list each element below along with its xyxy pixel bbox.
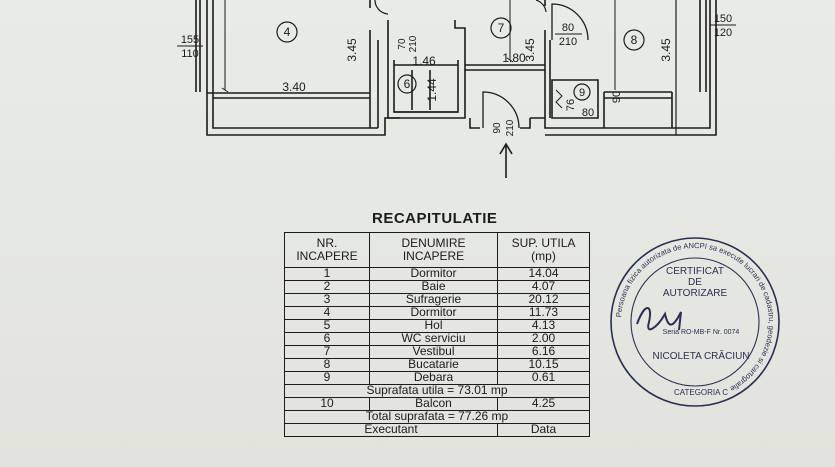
header-nr: NR. INCAPERE: [284, 232, 370, 268]
room-8-number: 8: [631, 33, 638, 47]
floor-plan-drawing: 4 6 7 8 9 3.45 3.40 1.46 1.44 3.45 1.80 …: [177, 0, 736, 178]
authorization-stamp: Persoana fizica autorizata de ANCPI sa e…: [605, 232, 785, 412]
header-name: DENUMIRE INCAPERE: [369, 232, 498, 268]
stamp-name: NICOLETA CRĂCIUN: [652, 349, 749, 362]
window-right-bottom: 120: [714, 27, 732, 39]
stamp-category: CATEGORIA C: [674, 388, 728, 397]
row-name: Balcon: [369, 397, 498, 411]
door-wc-top: 70: [397, 38, 408, 50]
door-kitchen-bottom: 210: [559, 36, 577, 48]
room-7-number: 7: [498, 21, 505, 35]
room-9-number: 9: [579, 87, 585, 99]
row-area: 4.25: [497, 397, 590, 411]
stamp-seal: Persoana fizica autorizata de ANCPI sa e…: [610, 237, 780, 407]
stamp-line2: DE: [688, 277, 702, 288]
recap-header-row: NR. INCAPERE DENUMIRE INCAPERE SUP. UTIL…: [284, 232, 590, 268]
row-area: 0.61: [497, 371, 590, 385]
recap-table: NR. INCAPERE DENUMIRE INCAPERE SUP. UTIL…: [284, 232, 590, 437]
stamp-series: Seria RO-MB-F Nr. 0074: [663, 329, 740, 336]
footer-data: Data: [497, 423, 590, 437]
row-nr: 10: [284, 397, 370, 411]
room-4-height: 3.45: [345, 38, 359, 62]
floor-plan: 4 6 7 8 9 3.45 3.40 1.46 1.44 3.45 1.80 …: [0, 0, 835, 200]
room-6-width: 1.46: [412, 54, 436, 68]
room-6-number: 6: [404, 77, 411, 91]
room-8-height: 3.45: [659, 38, 673, 62]
row-name: Debara: [369, 371, 498, 385]
door-kitchen-top: 80: [562, 22, 574, 34]
room-7-width: 1.80: [502, 51, 526, 65]
room-6-height: 1.44: [425, 78, 439, 102]
subtotal: Suprafata utila = 73.01 mp: [284, 384, 590, 398]
room-9-dim-b: 80: [582, 107, 594, 119]
row-nr: 9: [284, 371, 370, 385]
room-9-dim-a: 76: [565, 99, 577, 111]
header-area: SUP. UTILA (mp): [497, 232, 590, 268]
stamp-ring-text: Persoana fizica autorizata de ANCPI sa e…: [614, 241, 776, 394]
row-area: 4.13: [497, 319, 590, 333]
room-4-number: 4: [284, 25, 291, 39]
window-left-top: 155: [181, 34, 199, 46]
subtotal-row: Suprafata utila = 73.01 mp: [284, 384, 590, 398]
stamp-line1: CERTIFICAT: [666, 266, 724, 277]
window-left-bottom: 110: [181, 48, 199, 60]
window-right-top: 150: [714, 13, 732, 25]
footer-executant: Executant: [284, 423, 498, 437]
room-4-width: 3.40: [282, 80, 306, 94]
door-entry-top: 90: [492, 122, 503, 134]
recap-title: RECAPITULATIE: [372, 210, 498, 227]
door-entry-bottom: 210: [505, 119, 516, 136]
dim-90: 90: [611, 91, 623, 103]
stamp-line3: AUTORIZARE: [663, 288, 728, 299]
room-7-height: 3.45: [523, 38, 537, 62]
row-name: WC serviciu: [369, 332, 498, 346]
signature-mark: [636, 307, 682, 331]
door-wc-bottom: 210: [408, 35, 419, 52]
